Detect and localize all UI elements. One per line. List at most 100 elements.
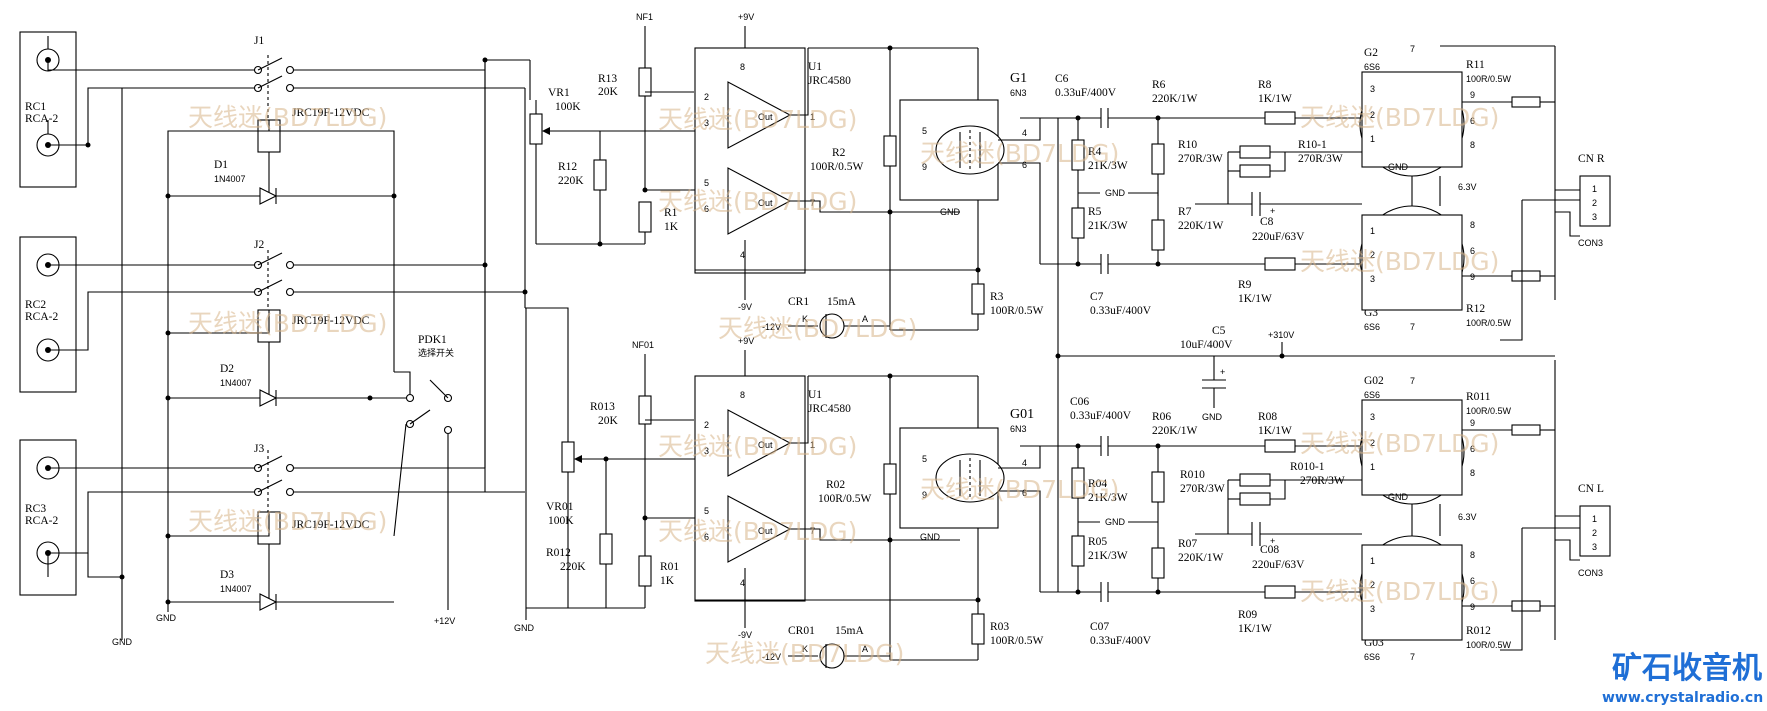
rc2-connector: RC2 RCA-2 (19, 236, 77, 393)
g2-label: G2 (1364, 47, 1378, 59)
r8-label: R8 (1258, 79, 1272, 91)
c8-plus: + (1270, 206, 1275, 216)
tube-heater-2: 6.3V (1458, 512, 1477, 522)
g01-pin6: 6 (1022, 488, 1027, 498)
cr01-a: A (862, 644, 868, 654)
cr01-value: 15mA (835, 625, 864, 637)
g2-pin1: 1 (1370, 134, 1375, 144)
vr1-label: VR1 (548, 87, 570, 99)
cr1-label: CR1 (788, 296, 809, 308)
g3-pin1: 1 (1370, 226, 1375, 236)
g02-pin8: 8 (1470, 468, 1475, 478)
lower-preamp: NF01 R013 20K VR01 100K R012 220K R01 1K… (514, 308, 1043, 669)
tube-heaters: GND 6.3V GND 6.3V (1388, 162, 1477, 536)
g3-pin8: 8 (1470, 220, 1475, 230)
vm9-label: -9V (738, 302, 752, 312)
u1-pin6: 6 (704, 204, 709, 214)
u1-pin1: 1 (810, 112, 815, 122)
u1a-out: Out (758, 112, 773, 122)
tube-gnd-1: GND (1388, 162, 1409, 172)
watermark-7: 天线迷(BD7LDG) (658, 517, 857, 546)
g1-pin6: 6 (1022, 160, 1027, 170)
j1-label: J1 (254, 35, 264, 47)
u1b-pin2: 2 (704, 420, 709, 430)
rc1-connector: RC1 RCA-2 (19, 31, 77, 188)
c5-label: C5 (1212, 325, 1226, 337)
g2-pin9: 9 (1470, 90, 1475, 100)
watermark-8: 天线迷(BD7LDG) (188, 507, 387, 536)
c6-value: 0.33uF/400V (1055, 87, 1117, 99)
r12b-label: R12 (1466, 303, 1485, 315)
cnr-type: CON3 (1578, 238, 1603, 248)
j3-label: J3 (254, 443, 264, 455)
g3-pin7: 7 (1410, 322, 1415, 332)
r4-value: 21K/3W (1088, 160, 1128, 172)
r06-value: 220K/1W (1152, 425, 1198, 437)
c8-label: C8 (1260, 216, 1274, 228)
r11-label: R11 (1466, 59, 1485, 71)
watermark-6: 天线迷(BD7LDG) (658, 432, 857, 461)
g1-label: G1 (1010, 71, 1027, 86)
tube-heater-1: 6.3V (1458, 182, 1477, 192)
g2-pin6: 6 (1470, 116, 1475, 126)
g3-pin6: 6 (1470, 246, 1475, 256)
c08-label: C08 (1260, 544, 1279, 556)
vr1-value: 100K (555, 101, 581, 113)
r01-label: R01 (660, 561, 679, 573)
j1-type: JRC19F-12VDC (292, 107, 370, 119)
r13-label: R13 (598, 73, 617, 85)
r06-label: R06 (1152, 411, 1171, 423)
c08-plus: + (1270, 536, 1275, 546)
c5-plus: + (1220, 367, 1225, 377)
j3-type: JRC19F-12VDC (292, 519, 370, 531)
c07-label: C07 (1090, 621, 1109, 633)
watermark-11: 天线迷(BD7LDG) (920, 475, 1119, 504)
gnd-label-3: GND (514, 623, 535, 633)
selector-switch-pdk1: PDK1 选择开关 +12V (370, 196, 455, 626)
d1-label: D1 (214, 159, 228, 171)
cnr-pin2: 2 (1592, 198, 1597, 208)
g03-pin1: 1 (1370, 556, 1375, 566)
c5-gnd: GND (1202, 412, 1223, 422)
r6-label: R6 (1152, 79, 1166, 91)
r10-label: R10 (1178, 139, 1197, 151)
nf01-label: NF01 (632, 340, 654, 350)
rc3-label: RC3 (25, 503, 46, 515)
cnr-pin3: 3 (1592, 212, 1597, 222)
u1-pin7: 7 (810, 198, 815, 208)
g1-gnd: GND (940, 207, 961, 217)
cnl-label: CN L (1578, 483, 1604, 495)
r9-value: 1K/1W (1238, 293, 1272, 305)
cr1-a: A (862, 314, 868, 324)
cr01-k: K (802, 644, 808, 654)
r12b-value: 100R/0.5W (1466, 318, 1512, 328)
rc2-label: RC2 (25, 299, 46, 311)
g03-type: 6S6 (1364, 652, 1380, 662)
g01-type: 6N3 (1010, 424, 1027, 434)
u1-pin8: 8 (740, 62, 745, 72)
g3-pin3: 3 (1370, 274, 1375, 284)
g01-pin4: 4 (1022, 458, 1027, 468)
g02-pin3: 3 (1370, 412, 1375, 422)
j2-label: J2 (254, 239, 264, 251)
r05-value: 21K/3W (1088, 550, 1128, 562)
r3-value: 100R/0.5W (990, 305, 1043, 317)
vm9b-label: -9V (738, 630, 752, 640)
g03-pin6: 6 (1470, 576, 1475, 586)
r2-value: 100R/0.5W (810, 161, 863, 173)
c06-label: C06 (1070, 396, 1089, 408)
r7-label: R7 (1178, 206, 1192, 218)
u1b-pin4: 4 (740, 578, 745, 588)
c07-value: 0.33uF/400V (1090, 635, 1152, 647)
r03-label: R03 (990, 621, 1009, 633)
hv-supply: C5 10uF/400V + GND +310V (1055, 118, 1555, 592)
r03-value: 100R/0.5W (990, 635, 1043, 647)
cnl-pin2: 2 (1592, 528, 1597, 538)
g2-pin3: 3 (1370, 84, 1375, 94)
u1b-pin7: 7 (810, 526, 815, 536)
r12-label: R12 (558, 161, 577, 173)
vm12-label: -12V (762, 322, 781, 332)
r10-1-value: 270R/3W (1298, 153, 1343, 165)
c06-value: 0.33uF/400V (1070, 410, 1132, 422)
g02-type: 6S6 (1364, 390, 1380, 400)
